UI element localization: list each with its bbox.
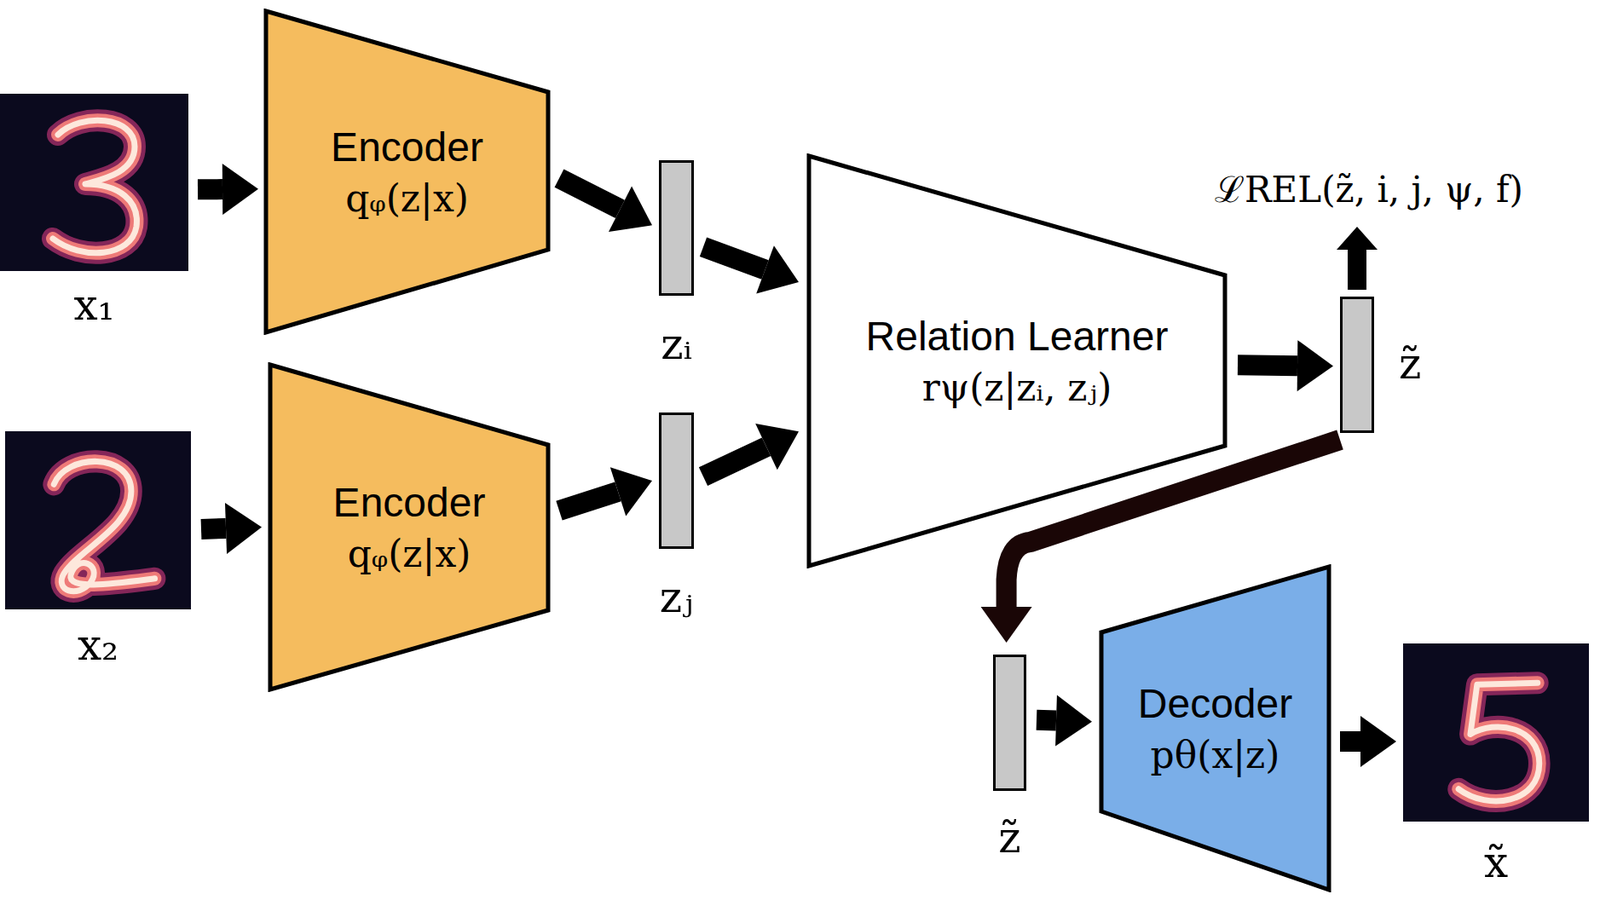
trapezoid-outline: [1098, 564, 1332, 893]
arrow-head: [756, 245, 799, 294]
digit-mid: [52, 120, 137, 253]
latent-vector: z̃: [1340, 296, 1375, 434]
flow-arrow: [1237, 340, 1334, 392]
arrow-head: [608, 186, 653, 233]
flow-arrow: [197, 163, 259, 215]
digit-core: [53, 461, 155, 591]
trapezoid-outline: [263, 8, 551, 336]
arrow-head: [225, 502, 262, 555]
encoder-block: Encoder qᵩ(z|x): [263, 8, 551, 336]
trapezoid-shape: [270, 364, 549, 690]
block-formula: qᵩ(z|x): [345, 177, 469, 221]
flow-arrow: [1036, 695, 1092, 747]
arrow-head: [755, 423, 799, 470]
arrow-shaft: [1340, 731, 1361, 752]
arrow-head: [222, 163, 259, 215]
text-holder: Encoder qᵩ(z|x): [263, 8, 551, 336]
encoder-block: Encoder qᵩ(z|x): [267, 362, 551, 693]
arrow-shaft: [1036, 710, 1057, 732]
decoder-block: Decoder pθ(x|z): [1098, 564, 1332, 893]
arrow-head: [1297, 340, 1334, 392]
variable-label: zⱼ: [659, 573, 694, 624]
flow-arrow: [201, 502, 262, 555]
latent-vector: z̃: [993, 654, 1027, 792]
variable-label: x₂: [77, 621, 119, 671]
block-title: Relation Learner: [866, 312, 1169, 360]
digit-core: [52, 120, 137, 253]
latent-vector: zⱼ: [658, 412, 694, 549]
trapezoid-outline: [806, 153, 1228, 569]
trapezoid-shape: [808, 155, 1225, 567]
digit-mid: [53, 461, 155, 591]
digit-image: x₂: [5, 431, 191, 610]
text-holder: Decoder pθ(x|z): [1098, 564, 1332, 893]
digit-image: x̃: [1403, 643, 1589, 822]
digit-glow: [53, 461, 155, 591]
arrow-head: [981, 606, 1033, 643]
trapezoid-shape: [1101, 566, 1329, 890]
digit-glow: [1458, 682, 1540, 802]
arrow-head: [610, 467, 653, 516]
flow-arrow: [1340, 716, 1397, 768]
block-title: Encoder: [330, 123, 484, 171]
text-holder: Encoder qᵩ(z|x): [267, 362, 551, 693]
text-holder: Relation Learner rψ(z|zᵢ, zⱼ): [806, 153, 1228, 569]
digit-drawing: [0, 93, 189, 272]
digit-drawing: [1403, 643, 1589, 822]
arrow-head: [1360, 716, 1397, 768]
digit-drawing: [5, 431, 191, 610]
latent-vector: zᵢ: [658, 160, 694, 296]
relation-learner: Relation Learner rψ(z|zᵢ, zⱼ): [806, 153, 1228, 569]
trapezoid-outline: [267, 362, 551, 693]
arrow-head: [1055, 695, 1092, 747]
flow-arrow: [559, 178, 653, 232]
flow-arrow: [559, 467, 653, 516]
arrow-shaft: [1237, 354, 1298, 376]
arrow-shaft: [559, 491, 619, 511]
arrow-shaft: [197, 179, 223, 200]
digit-glow: [52, 120, 137, 253]
digit-image: x₁: [0, 93, 189, 272]
variable-label: z̃: [998, 814, 1021, 864]
flow-arrow: [703, 245, 799, 294]
block-formula: qᵩ(z|x): [347, 532, 472, 577]
digit-mid: [1458, 682, 1540, 802]
variable-label: z̃: [1398, 340, 1421, 390]
block-formula: pθ(x|z): [1150, 733, 1281, 778]
block-title: Decoder: [1137, 680, 1293, 728]
loss-arrow: [1336, 226, 1378, 290]
arrow-shaft: [703, 247, 766, 271]
variable-label: x₁: [73, 281, 115, 331]
variable-label: zᵢ: [660, 320, 692, 370]
flow-arrow: [703, 423, 799, 477]
variable-label: x̃: [1484, 838, 1508, 889]
arrow-shaft: [201, 528, 226, 530]
digit-core: [1458, 682, 1540, 802]
arrow-shaft: [559, 178, 621, 209]
loss-label: ℒREL(z̃, i, j, ψ, f): [1214, 163, 1524, 213]
block-title: Encoder: [333, 479, 486, 526]
arrow-shaft: [703, 446, 767, 477]
trapezoid-shape: [265, 11, 549, 333]
block-formula: rψ(z|zᵢ, zⱼ): [922, 366, 1113, 411]
